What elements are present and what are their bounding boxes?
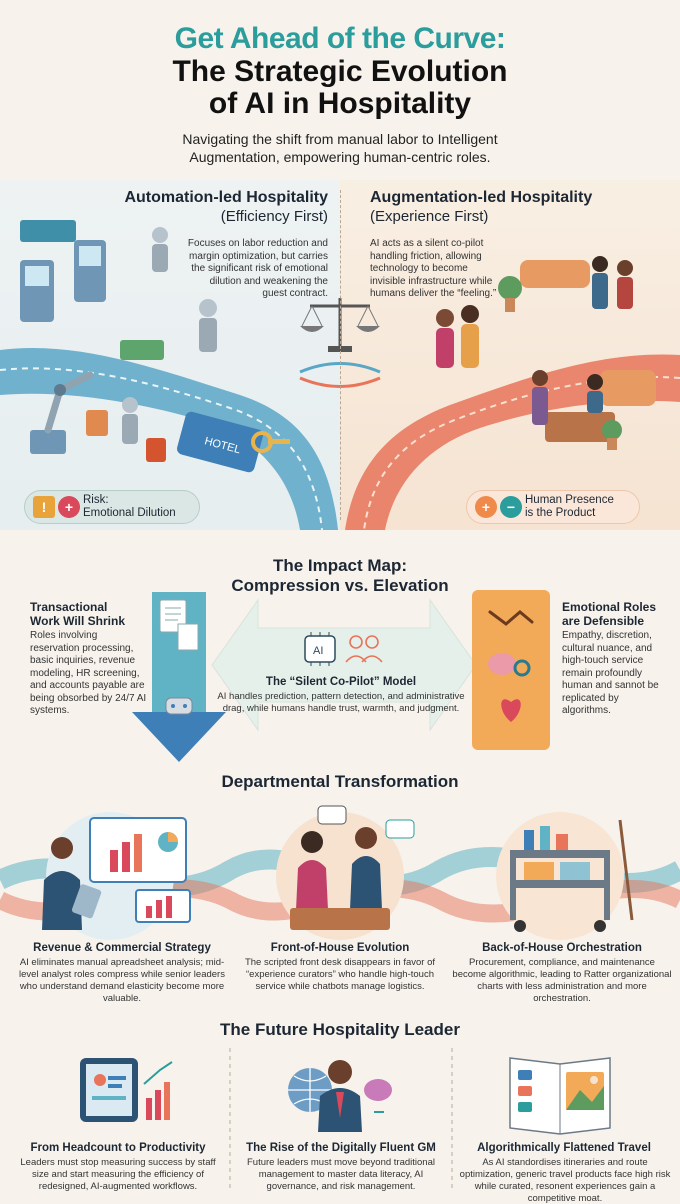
subtitle: Navigating the shift from manual labor t… xyxy=(0,130,680,166)
hotel-keycard-icon: HOTEL xyxy=(177,411,290,473)
revenue-strategy-title: Revenue & Commercial Strategy xyxy=(33,942,211,954)
emotional-roles-title-b: are Defensible xyxy=(562,614,645,628)
transactional-title-a: Transactional xyxy=(30,600,108,614)
silent-copilot-body: AI handles prediction, pattern detection… xyxy=(217,691,465,714)
potted-plant-icon xyxy=(498,276,622,450)
future-leader-heading: The Future Hospitality Leader xyxy=(220,1020,460,1039)
split-divider xyxy=(340,190,341,520)
risk-pill: ! + Risk: Emotional Dilution xyxy=(24,490,200,524)
flattened-travel-title: Algorithmically Flattened Travel xyxy=(477,1142,651,1154)
transactional-body: Roles involving reservation processing, … xyxy=(30,630,147,716)
back-of-house-title: Back-of-House Orchestration xyxy=(482,942,642,954)
robot-waiter-icon xyxy=(122,227,217,444)
back-of-house-circle xyxy=(496,812,624,940)
warning-icon: ! xyxy=(33,496,55,518)
digital-gm-title: The Rise of the Digitally Fluent GM xyxy=(246,1142,436,1154)
headcount-productivity-title: From Headcount to Productivity xyxy=(30,1142,206,1154)
front-of-house-title: Front-of-House Evolution xyxy=(270,942,410,954)
chip-label: AI xyxy=(313,645,323,657)
minus-circle-icon: − xyxy=(500,496,522,518)
subtitle-line-a: Navigating the shift from manual labor t… xyxy=(182,131,498,147)
front-of-house-circle xyxy=(276,812,404,940)
impact-heading-b: Compression vs. Elevation xyxy=(231,576,449,595)
title-line-2: The Strategic Evolution of AI in Hospita… xyxy=(0,56,680,120)
automation-heading-block: Automation-led Hospitality (Efficiency F… xyxy=(98,188,328,226)
reception-desk-icon xyxy=(532,370,615,442)
title-line-2a: The Strategic Evolution xyxy=(172,55,508,88)
back-of-house-body: Procurement, compliance, and maintenance… xyxy=(452,957,672,1004)
front-desk-handshake-icon xyxy=(290,805,415,930)
people-icon xyxy=(345,635,383,663)
plus-circle-icon: + xyxy=(58,496,80,518)
cleaning-cart-icon xyxy=(510,819,634,932)
silent-copilot-title: The “Silent Co-Pilot” Model xyxy=(265,676,417,688)
revenue-dashboard-icon xyxy=(89,817,191,923)
augmentation-subheading: (Experience First) xyxy=(370,208,489,225)
automation-heading: Automation-led Hospitality xyxy=(124,189,328,206)
left-road-lane xyxy=(0,367,323,530)
impact-map-heading: The Impact Map: Compression vs. Elevatio… xyxy=(0,556,680,596)
automation-subheading: (Efficiency First) xyxy=(220,208,328,225)
departmental-heading: Departmental Transformation xyxy=(221,772,459,791)
lounge-sofa-icon xyxy=(520,260,656,406)
travel-book-icon xyxy=(509,1057,611,1135)
headcount-productivity-body: Leaders must stop measuring success by s… xyxy=(20,1157,216,1192)
revenue-circle xyxy=(46,812,174,940)
luggage-icon xyxy=(86,340,166,462)
emotional-roles-body: Empathy, discretion, cultural nuance, an… xyxy=(562,630,659,716)
augmentation-body: AI acts as a silent co-pilot handling fr… xyxy=(370,238,497,299)
self-service-kiosk-icon xyxy=(20,220,106,322)
hero-split-section: HOTEL xyxy=(0,180,680,530)
ai-chip-icon: AI xyxy=(304,632,336,666)
robotic-arm-icon xyxy=(30,371,94,454)
transactional-title-b: Work Will Shrink xyxy=(30,614,126,628)
human-presence-label-b: is the Product xyxy=(525,507,596,519)
augmentation-heading-block: Augmentation-led Hospitality (Experience… xyxy=(370,188,650,226)
teal-ribbon xyxy=(0,847,680,897)
emotional-roles-title-a: Emotional Roles xyxy=(562,600,657,614)
plus-circle-icon: + xyxy=(475,496,497,518)
subtitle-line-b: Augmentation, empowering human-centric r… xyxy=(189,149,491,165)
left-road xyxy=(0,348,338,530)
productivity-tablet-icon xyxy=(80,1058,173,1122)
digital-gm-icon xyxy=(288,1060,392,1132)
transactional-title: Transactional Work Will Shrink xyxy=(30,600,150,628)
human-presence-label-a: Human Presence xyxy=(525,494,614,506)
defensible-roles-panel xyxy=(472,590,550,750)
hero-illustration: HOTEL xyxy=(0,220,680,530)
risk-pill-text: Risk: Emotional Dilution xyxy=(83,494,176,520)
revenue-strategy-body: AI eliminates manual apreadsheet analysi… xyxy=(19,957,225,1004)
title-line-2b: of AI in Hospitality xyxy=(208,87,472,120)
analyst-person-icon xyxy=(42,837,102,930)
augmentation-heading: Augmentation-led Hospitality xyxy=(370,189,593,206)
guest-couple-icon xyxy=(436,256,633,368)
automation-body: Focuses on labor reduction and margin op… xyxy=(187,238,328,299)
flattened-travel-body: As AI standordises itineraries and route… xyxy=(459,1157,671,1204)
impact-heading-a: The Impact Map: xyxy=(272,556,408,575)
emotional-roles-title: Emotional Roles are Defensible xyxy=(562,600,672,628)
risk-pill-label-a: Risk: xyxy=(83,494,109,506)
human-presence-pill: + − Human Presence is the Product xyxy=(466,490,640,524)
coral-ribbon xyxy=(0,879,680,923)
title-line-1: Get Ahead of the Curve: xyxy=(174,22,506,55)
risk-pill-label-b: Emotional Dilution xyxy=(83,507,176,519)
digital-gm-body: Future leaders must move beyond traditio… xyxy=(247,1157,435,1192)
human-presence-text: Human Presence is the Product xyxy=(525,494,614,520)
front-of-house-body: The scripted front desk disappears in fa… xyxy=(244,957,436,992)
